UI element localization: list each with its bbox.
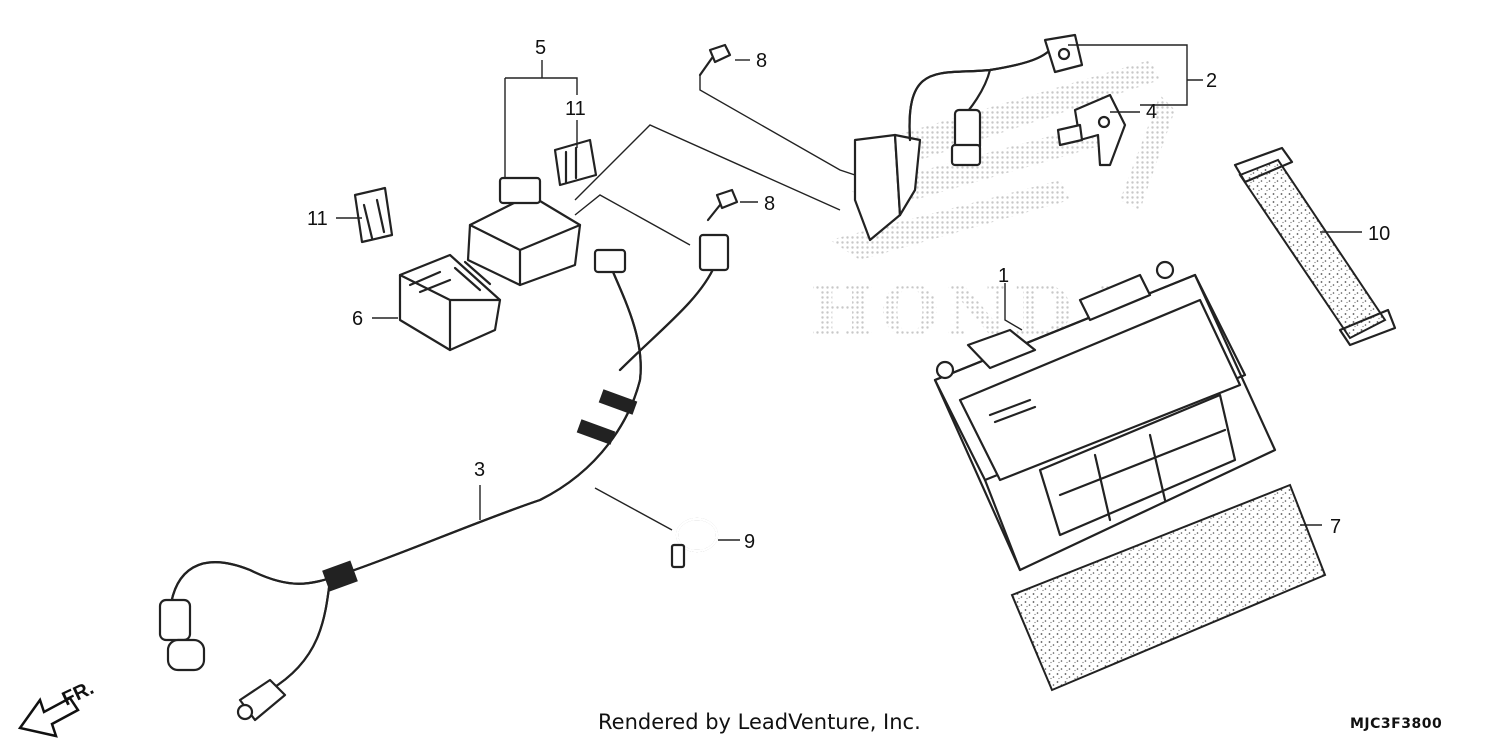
render-credit: Rendered by LeadVenture, Inc. [598,710,921,734]
callout-6: 6 [352,308,363,330]
battery-strap [1233,146,1397,347]
starter-relay [466,124,841,287]
callout-3: 3 [474,459,485,481]
band [594,487,719,569]
callout-5: 5 [535,37,546,59]
front-direction-indicator: FR. [17,677,97,738]
callout-leaders [336,44,1362,541]
battery [933,260,1277,572]
diagram-code: MJC3F3800 [1350,716,1443,732]
arrow-left-icon [17,696,80,738]
callout-8-upper: 8 [756,50,767,72]
bolt [706,188,739,222]
callout-8-lower: 8 [764,193,775,215]
battery-pad [1010,483,1327,692]
callout-11-lower: 11 [307,208,328,230]
callout-2: 2 [1206,70,1217,92]
bolt [698,43,732,77]
callout-11-upper: 11 [565,98,586,120]
callout-9: 9 [744,531,755,553]
callout-1: 1 [998,265,1009,287]
fuse [353,186,394,244]
callout-numbers: 1 2 3 4 5 6 7 8 8 9 10 11 11 [307,37,1390,553]
relay-box [398,253,502,352]
callout-10: 10 [1368,223,1390,245]
battery-cable [158,233,730,722]
callout-4: 4 [1146,101,1157,123]
callout-7: 7 [1330,516,1341,538]
switch-assembly [699,33,1084,242]
